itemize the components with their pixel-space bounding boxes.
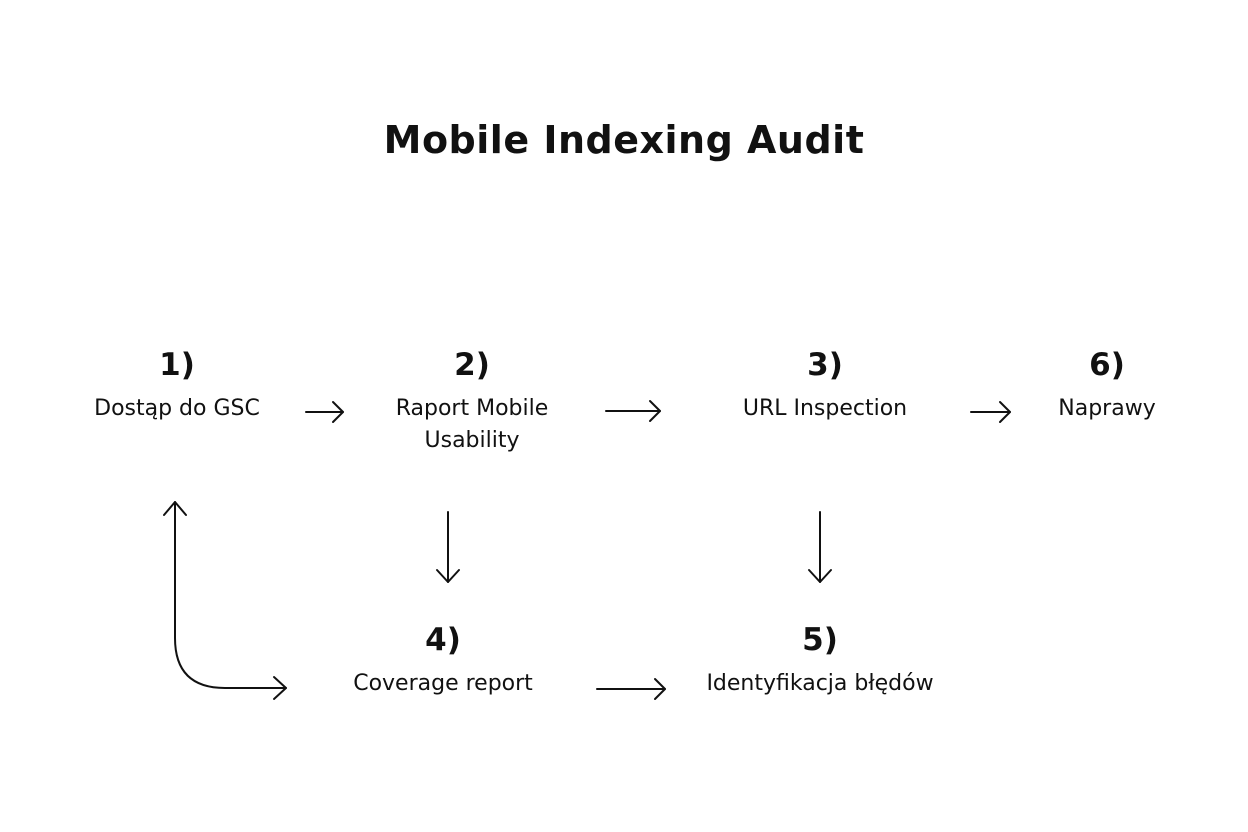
arrow-step2-to-step4 bbox=[436, 511, 460, 583]
step-3-node: 3) URL Inspection bbox=[695, 345, 955, 425]
arrow-step4-to-step5 bbox=[596, 678, 666, 700]
arrow-step2-to-step3 bbox=[605, 400, 661, 422]
step-number: 1) bbox=[159, 347, 195, 383]
diagram-title: Mobile Indexing Audit bbox=[383, 118, 865, 162]
step-label: Naprawy bbox=[1058, 396, 1156, 421]
step-number: 4) bbox=[425, 622, 461, 658]
step-label: URL Inspection bbox=[742, 396, 908, 421]
arrow-step1-to-step2 bbox=[305, 401, 344, 423]
step-1-node: 1) Dostąp do GSC bbox=[47, 345, 307, 425]
step-4-node: 4) Coverage report bbox=[313, 620, 573, 700]
step-label: Raport Mobile Usability bbox=[395, 396, 549, 453]
step-number: 5) bbox=[802, 622, 838, 658]
step-number: 3) bbox=[807, 347, 843, 383]
arrow-step4-to-step1 bbox=[163, 501, 287, 700]
step-2-node: 2) Raport Mobile Usability bbox=[342, 345, 602, 457]
step-label: Dostąp do GSC bbox=[94, 396, 260, 421]
step-number: 2) bbox=[454, 347, 490, 383]
step-label: Coverage report bbox=[353, 671, 533, 696]
step-6-node: 6) Naprawy bbox=[977, 345, 1237, 425]
step-number: 6) bbox=[1089, 347, 1125, 383]
arrow-step3-to-step5 bbox=[808, 511, 832, 583]
step-label: Identyfikacja błędów bbox=[706, 671, 934, 696]
step-5-node: 5) Identyfikacja błędów bbox=[660, 620, 980, 700]
